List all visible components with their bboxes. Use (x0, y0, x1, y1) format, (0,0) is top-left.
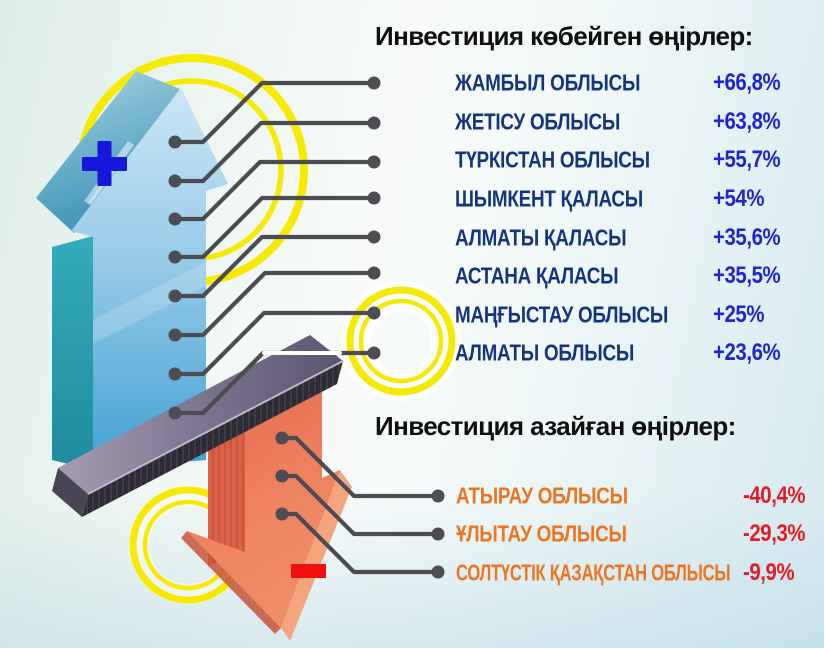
region-name: АСТАНА ҚАЛАСЫ (455, 262, 619, 289)
region-name: ЖАМБЫЛ ОБЛЫСЫ (455, 69, 641, 96)
connector-dots (168, 76, 445, 579)
region-value: +35,6% (713, 223, 781, 251)
region-value: +54% (713, 185, 765, 213)
region-value: -29,3% (743, 520, 806, 548)
plus-icon (82, 141, 127, 186)
region-name: МАҢҒЫСТАУ ОБЛЫСЫ (455, 301, 669, 328)
region-name: АЛМАТЫ ҚАЛАСЫ (455, 224, 627, 251)
region-name: ТҮРКІСТАН ОБЛЫСЫ (455, 146, 650, 173)
region-value: +66,8% (713, 69, 781, 97)
highlight-ring-middle-icon (341, 281, 461, 401)
minus-icon (291, 564, 326, 578)
region-value: +23,6% (713, 339, 781, 367)
region-name: ШЫМКЕНТ ҚАЛАСЫ (455, 185, 643, 212)
region-value: +35,5% (713, 262, 781, 290)
increase-title: Инвестиция көбейген өңірлер: (375, 21, 753, 51)
region-name: СОЛТҮСТІК ҚАЗАҚСТАН ОБЛЫСЫ (456, 559, 731, 586)
connector-lines (172, 80, 441, 575)
region-name: АТЫРАУ ОБЛЫСЫ (456, 482, 628, 509)
region-name: ҰЛЫТАУ ОБЛЫСЫ (456, 520, 627, 547)
region-name: ЖЕТІСУ ОБЛЫСЫ (455, 108, 621, 135)
region-value: +55,7% (713, 146, 781, 174)
region-value: -9,9% (743, 558, 795, 586)
region-value: +25% (713, 300, 765, 328)
region-value: +63,8% (713, 107, 781, 135)
region-value: -40,4% (743, 482, 806, 510)
region-name: АЛМАТЫ ОБЛЫСЫ (455, 339, 635, 366)
decrease-title: Инвестиция азайған өңірлер: (375, 411, 736, 441)
